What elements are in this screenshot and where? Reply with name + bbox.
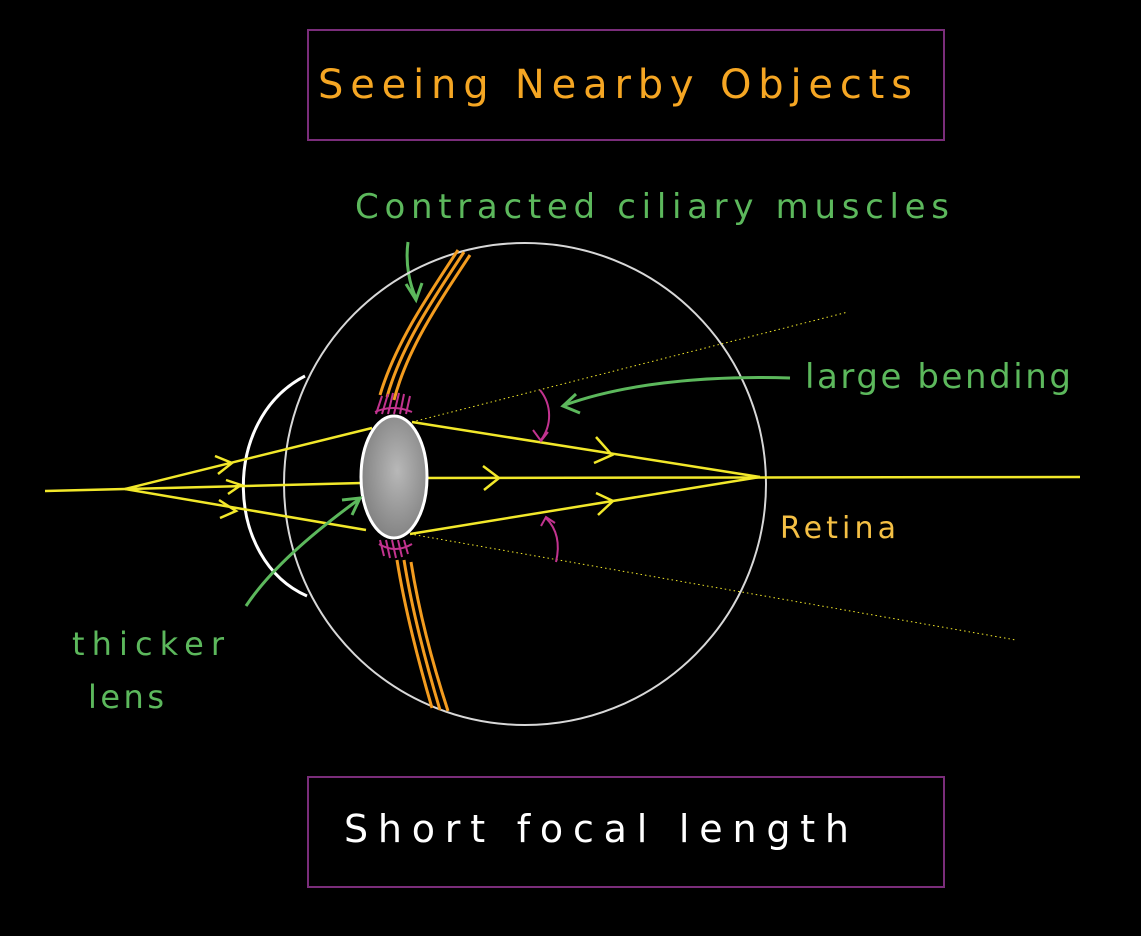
footer-caption: Short focal length — [344, 807, 858, 851]
ciliary-muscle-upper — [378, 249, 472, 401]
title-box — [307, 29, 945, 141]
large-bending-label: large bending — [805, 357, 1077, 397]
diagram-title: Seeing Nearby Objects — [318, 62, 918, 108]
thicker-lens-label-line2: lens — [88, 678, 170, 716]
angle-arc-icon — [539, 389, 551, 441]
suspensory-ligament-upper — [374, 392, 413, 415]
arrow-icon — [214, 454, 235, 475]
thicker-lens — [359, 414, 429, 540]
ciliary-muscles-label: Contracted ciliary muscles — [355, 187, 955, 227]
suspensory-ligament-lower — [378, 539, 413, 559]
ray-arrows — [214, 436, 616, 520]
retina-label: Retina — [780, 511, 902, 546]
arrow-icon — [595, 491, 616, 516]
arrow-icon — [593, 436, 615, 465]
arrow-icon — [482, 465, 502, 491]
lens-pointer-icon — [244, 498, 359, 607]
cornea — [241, 374, 308, 598]
arrow-icon — [218, 498, 239, 520]
unrefracted-extensions — [409, 311, 1017, 641]
bending-pointer-icon — [564, 375, 791, 407]
footer-box — [307, 776, 945, 888]
ciliary-muscle-lower — [395, 559, 450, 712]
arrow-icon — [225, 478, 244, 496]
light-rays — [44, 420, 1081, 536]
angle-arc-icon — [545, 517, 559, 563]
thicker-lens-label-line1: thicker — [72, 625, 230, 663]
